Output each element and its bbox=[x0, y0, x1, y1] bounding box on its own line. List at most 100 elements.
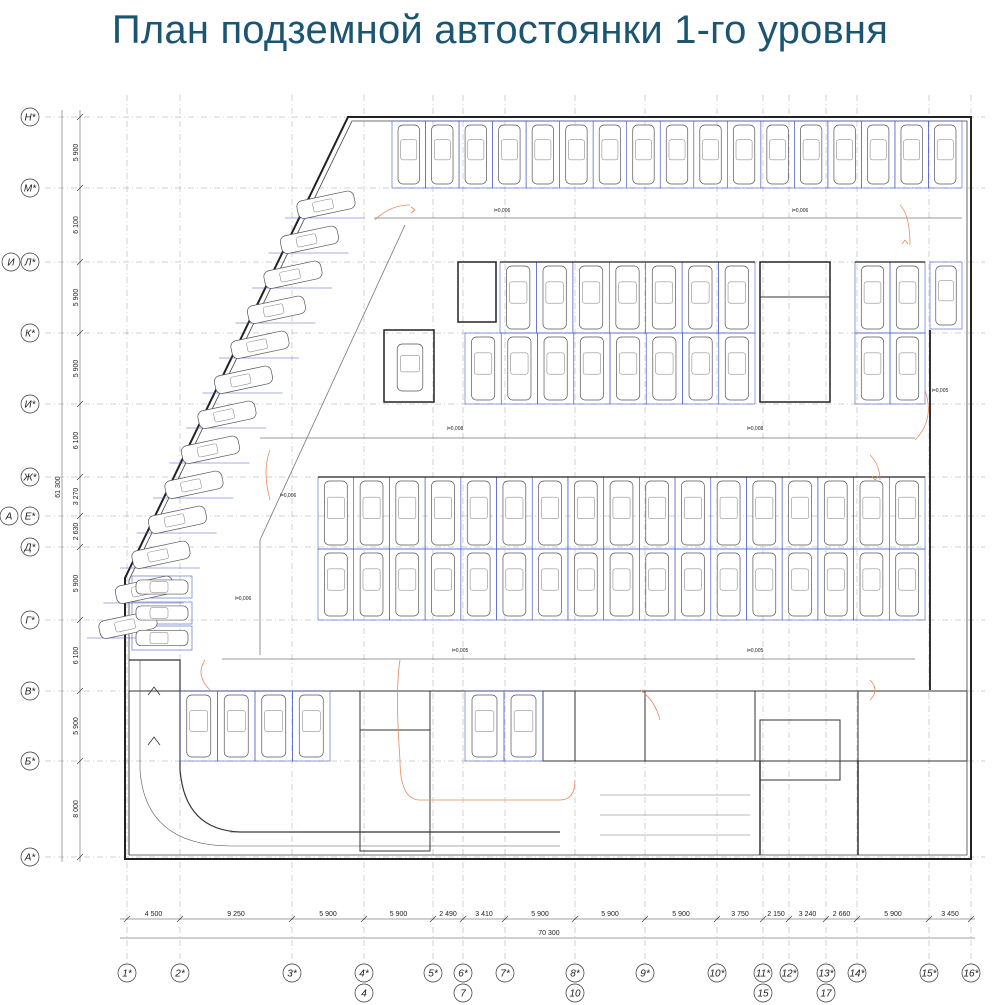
row-axis-marker: Л* bbox=[20, 252, 40, 272]
row-axis-marker: Г* bbox=[20, 610, 40, 630]
car-icon bbox=[247, 295, 306, 324]
row-dimension: 8 000 bbox=[73, 800, 80, 818]
column-axis-label: 13* bbox=[818, 969, 834, 980]
row-axis-label: А* bbox=[24, 853, 37, 864]
car-icon bbox=[615, 265, 640, 330]
car-icon bbox=[466, 552, 491, 617]
car-icon bbox=[186, 694, 212, 758]
row-axis-label: Л* bbox=[24, 258, 37, 269]
parking-stall bbox=[292, 690, 331, 762]
car-icon bbox=[280, 225, 339, 254]
slope-label: i=0,005 bbox=[452, 648, 469, 654]
car-icon bbox=[131, 540, 191, 569]
car-icon bbox=[542, 265, 567, 330]
parking-stall bbox=[929, 261, 963, 330]
axis-labels: Н*М*Л*К*И*Ж*Е*Д*Г*В*Б*А*ИА1*2*3*4*45*6*7… bbox=[0, 107, 981, 1003]
column-dimension: 5 900 bbox=[601, 911, 619, 918]
axis-a-label: А bbox=[5, 512, 13, 523]
car-icon bbox=[538, 480, 562, 546]
column-axis-label: 15* bbox=[921, 969, 937, 980]
car-icon bbox=[688, 336, 713, 401]
row-axis-marker: К* bbox=[20, 323, 40, 343]
slope-label: i=0,008 bbox=[447, 426, 464, 432]
car-icon bbox=[230, 330, 290, 359]
column-axis-marker: 15* bbox=[919, 963, 939, 983]
car-icon bbox=[135, 579, 189, 595]
car-icon bbox=[261, 694, 287, 758]
car-icon bbox=[900, 124, 923, 185]
parking-stall bbox=[718, 332, 756, 405]
car-icon bbox=[934, 124, 957, 185]
car-icon bbox=[431, 124, 454, 185]
column-axis-label: 16* bbox=[963, 969, 979, 980]
row-axis-label: Б* bbox=[25, 757, 37, 768]
row-dimension: 3 270 bbox=[73, 488, 80, 506]
row-axis-label: В* bbox=[25, 687, 37, 698]
row-axis-label: Е* bbox=[25, 512, 37, 523]
car-icon bbox=[466, 480, 491, 546]
column-dimension: 5 900 bbox=[319, 911, 337, 918]
car-icon bbox=[681, 552, 705, 617]
column-axis-sub-label: 10 bbox=[569, 989, 581, 1000]
column-dimension: 3 750 bbox=[731, 911, 749, 918]
outer-wall bbox=[124, 116, 972, 860]
row-axis-marker: А* bbox=[20, 847, 40, 867]
car-icon bbox=[359, 552, 384, 617]
car-icon bbox=[324, 480, 348, 546]
column-axis-marker: 7* bbox=[495, 963, 515, 983]
parking-stall bbox=[889, 332, 926, 405]
car-icon bbox=[574, 480, 598, 546]
car-icon bbox=[823, 552, 848, 617]
car-icon bbox=[214, 365, 273, 394]
car-icon bbox=[895, 480, 919, 546]
row-axis-marker: Б* bbox=[20, 751, 40, 771]
car-icon bbox=[699, 124, 722, 185]
column-axis-marker: 11* 15 bbox=[753, 963, 773, 1003]
car-icon bbox=[502, 480, 527, 546]
column-axis-label: 3* bbox=[287, 969, 298, 980]
row-axis-label: Ж* bbox=[22, 473, 37, 484]
parking-stalls bbox=[87, 120, 963, 762]
page-title: План подземной автостоянки 1-го уровня bbox=[111, 8, 889, 52]
column-axis-marker: 5* bbox=[423, 963, 443, 983]
car-icon bbox=[263, 260, 323, 289]
column-axis-marker: 2* bbox=[170, 963, 190, 983]
slope-label: i=0,006 bbox=[235, 596, 252, 602]
car-icon bbox=[681, 480, 705, 546]
row-dimension: 5 900 bbox=[73, 717, 80, 735]
row-axis-label: Д* bbox=[24, 543, 37, 554]
car-icon bbox=[197, 400, 257, 429]
car-icon bbox=[359, 480, 384, 546]
column-dimension: 2 150 bbox=[767, 911, 785, 918]
car-icon bbox=[688, 265, 713, 330]
total-height-dimension: 61 300 bbox=[55, 476, 62, 498]
parking-stall bbox=[888, 548, 926, 621]
column-dimension: 5 900 bbox=[390, 911, 408, 918]
row-axis-label: Г* bbox=[25, 616, 35, 627]
car-icon bbox=[724, 265, 749, 330]
slope-label: i=0,006 bbox=[280, 493, 297, 499]
car-icon bbox=[860, 336, 885, 401]
column-axis-sub-label: 15 bbox=[757, 989, 769, 1000]
row-axis-label: И bbox=[7, 258, 15, 269]
car-icon bbox=[833, 124, 856, 185]
column-axis-marker: 10* bbox=[707, 963, 727, 983]
car-icon bbox=[859, 480, 884, 546]
car-icon bbox=[579, 265, 604, 330]
car-icon bbox=[181, 435, 240, 464]
car-icon bbox=[464, 124, 487, 185]
column-axis-marker: 16* bbox=[961, 963, 981, 983]
column-axis-label: 11* bbox=[756, 969, 771, 980]
car-icon bbox=[800, 124, 823, 185]
car-icon bbox=[298, 694, 324, 758]
car-icon bbox=[716, 480, 741, 546]
column-axis-marker: 6*7 bbox=[453, 963, 473, 1003]
car-icon bbox=[766, 124, 789, 185]
row-dimension: 5 900 bbox=[73, 360, 80, 378]
row-axis-marker: Н* bbox=[20, 107, 40, 127]
column-axis-label: 7* bbox=[500, 969, 511, 980]
column-axis-marker: 12* bbox=[779, 963, 799, 983]
column-axis-label: 14* bbox=[849, 969, 865, 980]
